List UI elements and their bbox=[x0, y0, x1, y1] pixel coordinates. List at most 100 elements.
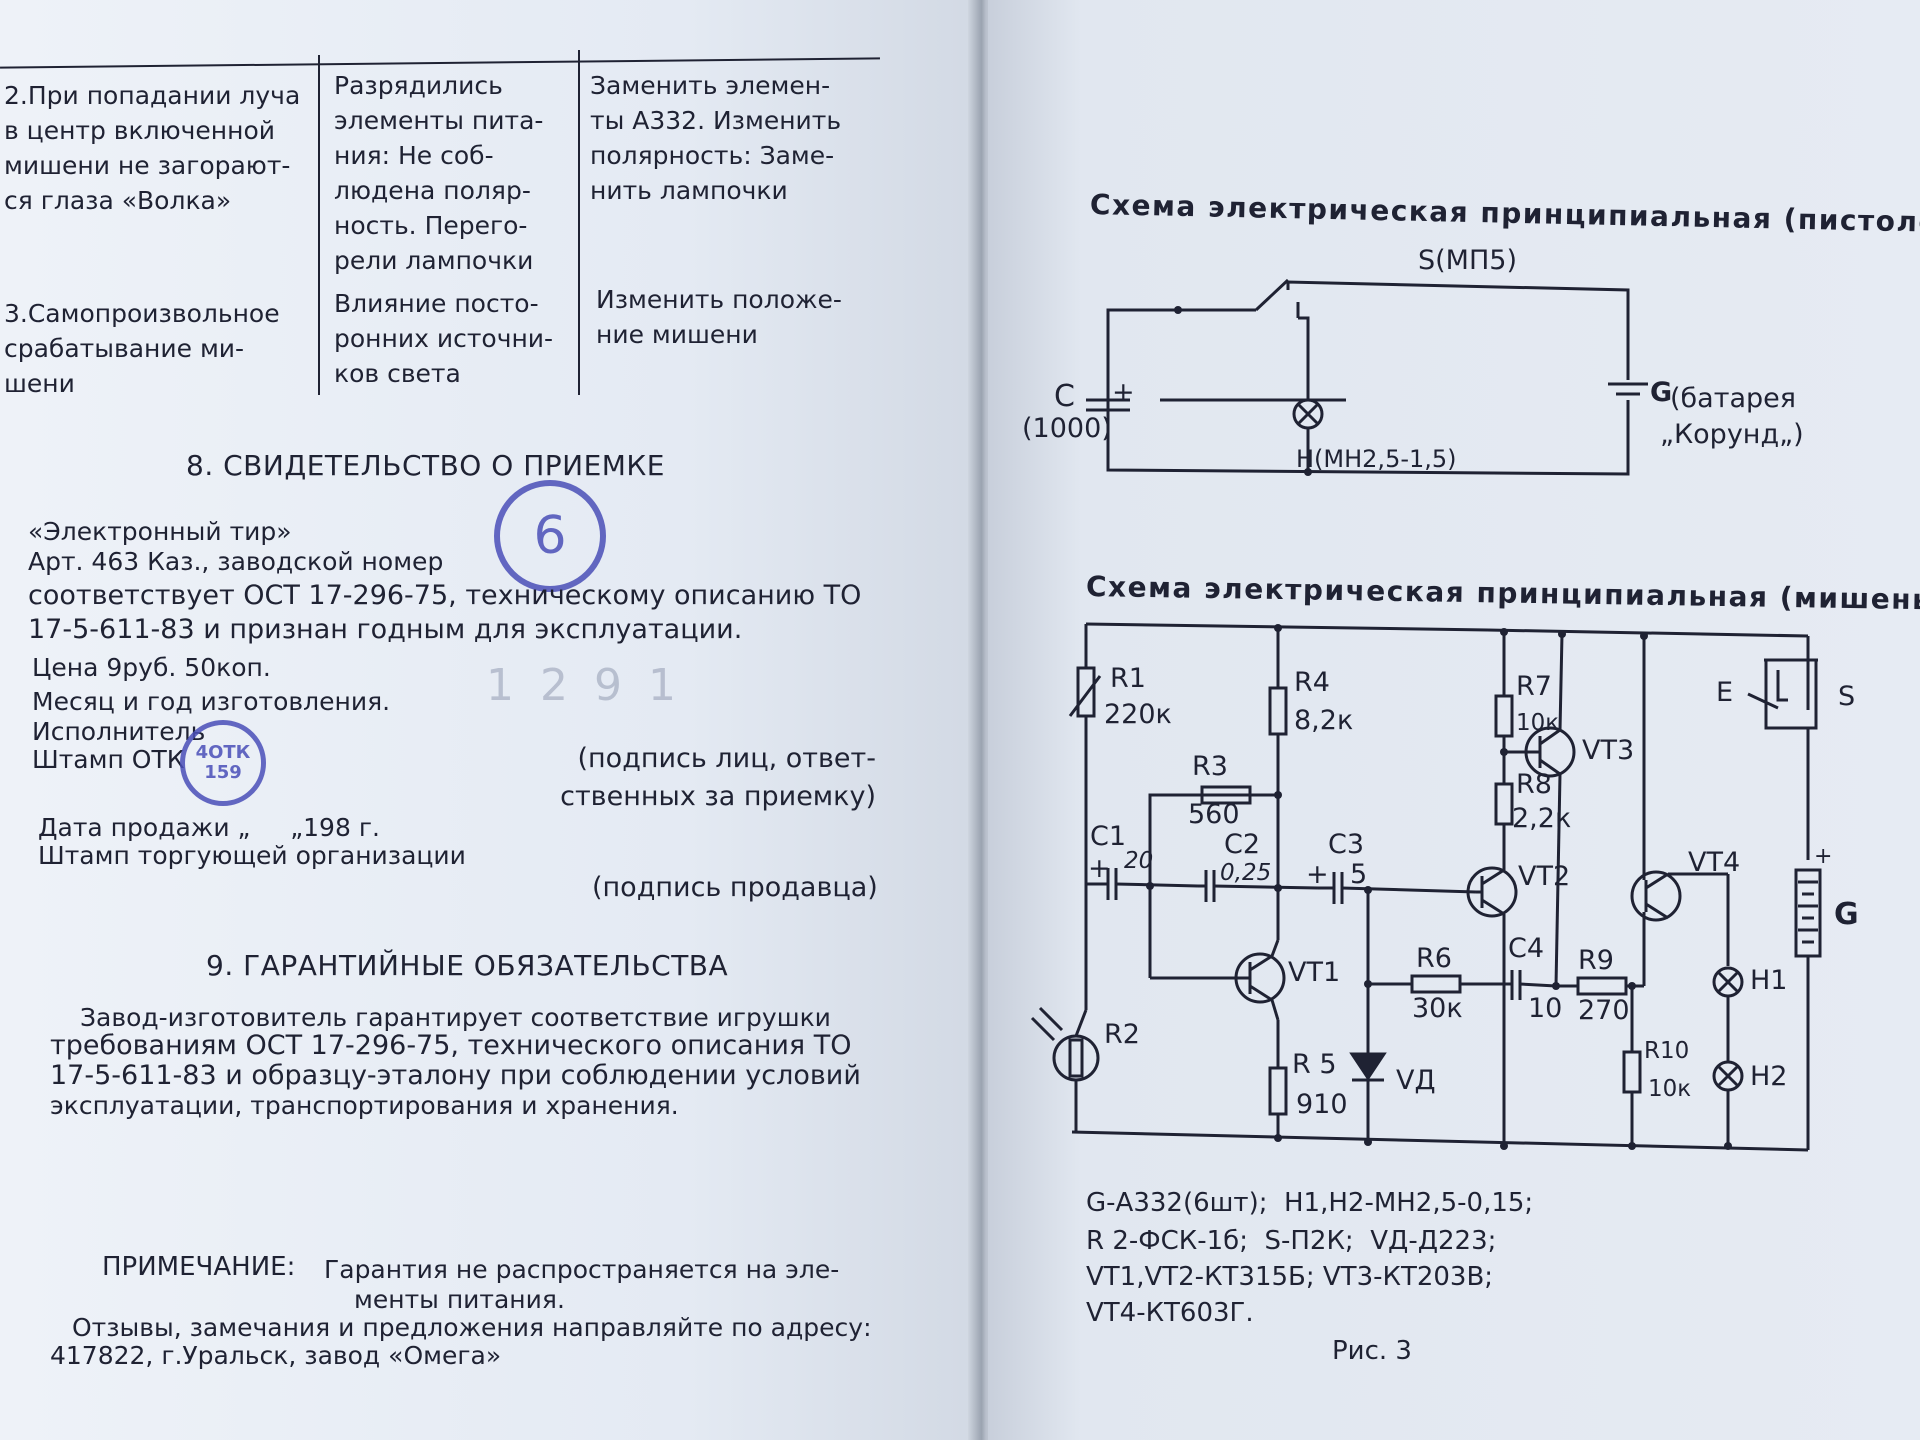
section-8-heading: 8. СВИДЕТЕЛЬСТВО О ПРИЕМКЕ bbox=[186, 449, 665, 482]
acceptance-line-2: Арт. 463 Каз., заводской номер bbox=[28, 547, 444, 576]
label-r4-value: 8,2к bbox=[1294, 705, 1354, 736]
round-number-stamp: 6 bbox=[494, 480, 606, 592]
pistol-battery-symbol: G bbox=[1650, 377, 1673, 408]
label-r6: R6 bbox=[1416, 943, 1452, 974]
acceptance-line-8: Штамп ОТК bbox=[32, 745, 185, 774]
label-r3: R3 bbox=[1192, 751, 1228, 782]
r2-photoresistor bbox=[1052, 1034, 1100, 1082]
fault-cell-row-2: 2.При попадании луча в центр включенной … bbox=[4, 81, 301, 215]
legend-line-2: R 2-ФСК-1б; S-П2К; VД-Д223; bbox=[1086, 1226, 1497, 1256]
acceptance-line-3: соответствует ОСТ 17-296-75, техническом… bbox=[28, 580, 862, 611]
warranty-line-3: 17-5-611-83 и образцу-эталону при соблюд… bbox=[50, 1060, 861, 1091]
acceptance-line-1: «Электронный тир» bbox=[28, 517, 292, 546]
pistol-cap-label: C bbox=[1054, 379, 1075, 414]
legend-line-1: G-А332(6шт); Н1,Н2-МН2,5-0,15; bbox=[1086, 1188, 1534, 1218]
r4-resistor bbox=[1268, 686, 1288, 736]
label-h1: H1 bbox=[1750, 965, 1788, 996]
label-r9-value: 270 bbox=[1578, 995, 1630, 1026]
otk-stamp-line-2: 159 bbox=[204, 762, 242, 783]
pistol-cap-value: (1000) bbox=[1022, 413, 1112, 444]
label-r4: R4 bbox=[1294, 667, 1330, 698]
r8-resistor bbox=[1494, 782, 1514, 826]
note-label: ПРИМЕЧАНИЕ: bbox=[102, 1252, 296, 1282]
acceptance-line-6: Месяц и год изготовления. bbox=[32, 687, 391, 716]
label-e: E bbox=[1716, 677, 1734, 708]
label-c2-value: 0,25 bbox=[1220, 860, 1272, 886]
pistol-circuit bbox=[1086, 278, 1648, 476]
label-r8: R8 bbox=[1516, 769, 1552, 800]
vd-diode bbox=[1349, 1052, 1387, 1081]
target-top-rail bbox=[1085, 622, 1489, 632]
warranty-line-2: требованиям ОСТ 17-296-75, технического … bbox=[50, 1030, 852, 1061]
label-vt3: VT3 bbox=[1582, 735, 1635, 766]
address-line-2: 417822, г.Уральск, завод «Омега» bbox=[50, 1341, 502, 1370]
label-c4: C4 bbox=[1508, 933, 1545, 964]
table-col-divider-2 bbox=[578, 50, 580, 395]
sale-date-line: Дата продажи „ „198 г. bbox=[38, 813, 380, 842]
remedy-cell-row-2: Заменить элемен- ты А332. Изменить поляр… bbox=[590, 71, 842, 205]
table-col-divider-1 bbox=[318, 55, 320, 395]
label-vt1: VT1 bbox=[1288, 957, 1341, 988]
label-c4-value: 10 bbox=[1528, 993, 1563, 1024]
label-c3-plus: + bbox=[1306, 859, 1329, 890]
trade-stamp-line: Штамп торгующей организации bbox=[38, 841, 466, 870]
label-r7-value: 10к bbox=[1516, 710, 1560, 736]
label-c2: C2 bbox=[1224, 829, 1261, 860]
left-page: 2.При попадании луча в центр включенной … bbox=[0, 0, 980, 1440]
label-c1-plus: + bbox=[1088, 853, 1111, 884]
schematics-drawing bbox=[1030, 278, 1822, 1152]
label-r6-value: 30к bbox=[1412, 993, 1463, 1024]
label-r5-value: 910 bbox=[1296, 1089, 1348, 1120]
pistol-lamp-label: H(МН2,5-1,5) bbox=[1296, 445, 1457, 473]
label-vd: VД bbox=[1396, 1065, 1436, 1096]
label-g: G bbox=[1834, 897, 1859, 932]
signature-responsible-caption: (подпись лиц, ответ- ственных за приемку… bbox=[560, 743, 876, 812]
figure-caption: Рис. 3 bbox=[1332, 1336, 1412, 1366]
otk-stamp: 4ОТК 159 bbox=[180, 720, 266, 806]
pistol-lamp-branch bbox=[1298, 316, 1310, 400]
pistol-cap-plus: + bbox=[1112, 377, 1135, 408]
label-r1: R1 bbox=[1110, 663, 1146, 694]
address-line-1: Отзывы, замечания и предложения направля… bbox=[72, 1313, 872, 1342]
legend-line-4: VT4-КТ603Г. bbox=[1086, 1298, 1254, 1328]
label-c1-value: 20 bbox=[1124, 848, 1154, 874]
label-r9: R9 bbox=[1578, 945, 1614, 976]
pistol-left-wire bbox=[1106, 308, 1256, 400]
legend-line-3: VT1,VT2-КТ315Б; VT3-КТ203В; bbox=[1086, 1262, 1494, 1292]
pistol-switch-arm bbox=[1254, 278, 1290, 312]
label-c3-value: 5 bbox=[1350, 859, 1368, 890]
label-r3-value: 560 bbox=[1188, 799, 1240, 830]
faint-date-stamp: 1 2 9 1 bbox=[486, 660, 682, 711]
label-s: S bbox=[1838, 681, 1856, 712]
s-switch-body bbox=[1776, 670, 1788, 702]
label-vt2: VT2 bbox=[1518, 861, 1571, 892]
label-c3: C3 bbox=[1328, 829, 1365, 860]
cause-cell-row-2: Разрядились элементы пита- ния: Не соб- … bbox=[334, 71, 544, 275]
pistol-switch-label: S(МП5) bbox=[1418, 245, 1517, 276]
target-circuit bbox=[1030, 622, 1822, 1152]
signature-seller-caption: (подпись продавца) bbox=[592, 872, 878, 903]
label-r1-value: 220к bbox=[1104, 699, 1172, 730]
fault-cell-row-3: 3.Самопроизвольное срабатывание ми- шени bbox=[4, 299, 280, 398]
acceptance-line-4: 17-5-611-83 и признан годным для эксплуа… bbox=[28, 614, 743, 645]
pistol-battery-label-2: „Корунд„) bbox=[1660, 419, 1804, 450]
label-r10-value: 10к bbox=[1648, 1076, 1692, 1102]
r5-resistor bbox=[1268, 1066, 1288, 1116]
r10-resistor bbox=[1622, 1050, 1642, 1094]
note-text-line-2: менты питания. bbox=[354, 1285, 565, 1314]
pistol-battery-label-1: (батарея bbox=[1670, 383, 1796, 414]
acceptance-line-5: Цена 9руб. 50коп. bbox=[32, 653, 271, 682]
round-stamp-number: 6 bbox=[533, 506, 567, 566]
section-9-heading: 9. ГАРАНТИЙНЫЕ ОБЯЗАТЕЛЬСТВА bbox=[206, 949, 729, 982]
right-page: Схема электрическая принципиальная (пист… bbox=[988, 0, 1920, 1440]
label-r8-value: 2,2к bbox=[1512, 803, 1572, 834]
label-vt4: VT4 bbox=[1688, 847, 1741, 878]
table-top-rule bbox=[0, 57, 880, 69]
target-bottom-rail bbox=[1071, 1130, 1809, 1152]
pistol-switch-top-wire bbox=[1286, 280, 1630, 380]
note-text-line-1: Гарантия не распространяется на эле- bbox=[324, 1255, 840, 1284]
remedy-cell-row-3: Изменить положе- ние мишени bbox=[596, 285, 842, 349]
label-r7: R7 bbox=[1516, 671, 1552, 702]
vt2-transistor bbox=[1466, 866, 1518, 918]
r7-resistor bbox=[1494, 694, 1514, 738]
